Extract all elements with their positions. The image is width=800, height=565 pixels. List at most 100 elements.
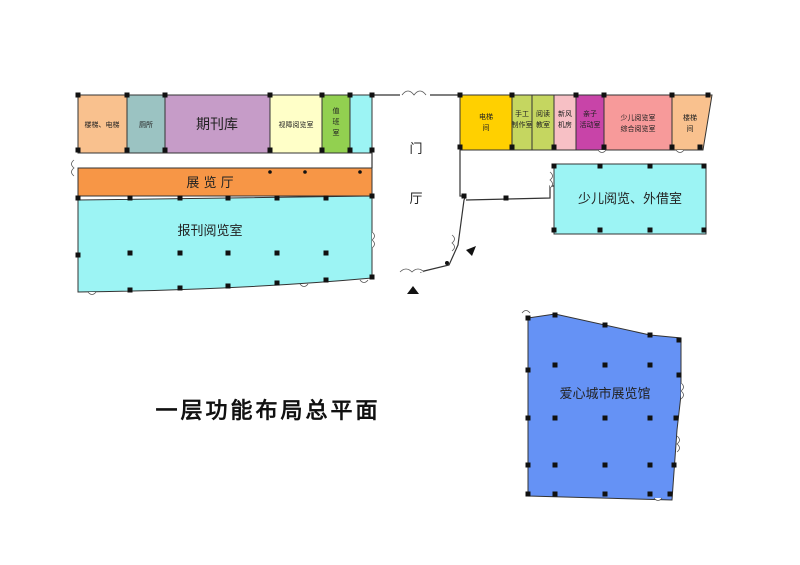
- label-exhibition-hall: 展 览 厅: [186, 175, 233, 191]
- pillar: [75, 92, 81, 98]
- label-reading-class-2: 教室: [536, 120, 550, 129]
- pillar: [274, 195, 280, 201]
- pillar: [602, 462, 608, 468]
- label-handcraft-2: 制作室: [512, 120, 533, 129]
- label-fan-room-1: 新风: [558, 109, 572, 118]
- pillar: [457, 92, 463, 98]
- pillar: [552, 462, 558, 468]
- pillar: [319, 92, 325, 98]
- pillar: [601, 92, 607, 98]
- pillar: [75, 195, 81, 201]
- pillar: [551, 227, 557, 233]
- column-dot: [358, 170, 362, 174]
- label-periodical-storage: 期刊库: [196, 117, 238, 133]
- pillar: [647, 163, 653, 169]
- room-elevator: [459, 94, 513, 151]
- room-periodical-storage: [164, 94, 271, 154]
- room-stair-elevator: [77, 94, 128, 154]
- pillar: [267, 92, 273, 98]
- label-parent-child-2: 活动室: [580, 120, 601, 129]
- pillar: [647, 332, 653, 338]
- pillar: [124, 92, 130, 98]
- room-kids-lending: [553, 163, 707, 235]
- column-dot: [303, 170, 307, 174]
- pillar: [347, 92, 353, 98]
- pillar: [701, 227, 707, 233]
- pillar: [552, 362, 558, 368]
- pillar: [697, 144, 703, 150]
- pillar: [369, 147, 375, 153]
- pillar: [525, 491, 531, 497]
- label-lobby-top: 门: [409, 142, 422, 157]
- room-newspaper-reading: [77, 195, 373, 293]
- pillar: [274, 280, 280, 286]
- pillar: [509, 144, 515, 150]
- pillar: [457, 144, 463, 150]
- entry-arrow-icon: [407, 286, 419, 294]
- pillar: [601, 144, 607, 150]
- pillar: [369, 274, 375, 280]
- pillar: [177, 250, 183, 256]
- pillar: [525, 367, 531, 373]
- pillar: [369, 92, 375, 98]
- label-stairwell-1: 楼梯: [683, 113, 697, 122]
- pillar: [127, 287, 133, 293]
- pillar: [676, 372, 682, 378]
- column-dot: [268, 170, 272, 174]
- label-reading-class-1: 阅读: [536, 109, 550, 118]
- label-kids-reading-1: 少儿阅览室: [621, 113, 656, 122]
- pillar: [647, 362, 653, 368]
- pillar: [551, 163, 557, 169]
- pillar: [225, 195, 231, 201]
- pillar: [602, 415, 608, 421]
- label-fan-room-2: 机房: [558, 120, 572, 129]
- label-newspaper-reading: 报刊阅览室: [177, 223, 242, 239]
- pillar: [323, 250, 329, 256]
- pillar: [676, 337, 682, 343]
- room-kids-general-reading: [603, 94, 673, 151]
- pillar: [323, 195, 329, 201]
- pillar: [162, 92, 168, 98]
- label-parent-child-1: 亲子: [583, 109, 597, 118]
- pillar: [705, 92, 711, 98]
- pillar: [177, 285, 183, 291]
- page-title: 一层功能布局总平面: [155, 398, 380, 424]
- room-toilet: [126, 94, 166, 154]
- pillar: [597, 163, 603, 169]
- pillar: [127, 195, 133, 201]
- pillar: [162, 147, 168, 153]
- pillar: [75, 147, 81, 153]
- pillar: [647, 227, 653, 233]
- label-kids-reading-2: 综合阅览室: [621, 124, 656, 133]
- pillar: [647, 415, 653, 421]
- pillar: [552, 415, 558, 421]
- label-lobby-bottom: 厅: [409, 192, 422, 207]
- pillar: [347, 147, 353, 153]
- label-kids-lending: 少儿阅览、外借室: [578, 191, 682, 207]
- pillar: [319, 147, 325, 153]
- pillar: [267, 147, 273, 153]
- room-exhibition-hall: [77, 167, 373, 197]
- pillar: [573, 92, 579, 98]
- room-city-exhibition: [527, 313, 682, 501]
- pillar: [671, 462, 677, 468]
- pillar: [552, 312, 558, 318]
- pillar: [525, 415, 531, 421]
- pillar: [552, 491, 558, 497]
- pillar: [503, 195, 509, 201]
- pillar: [323, 277, 329, 283]
- label-handcraft-1: 手工: [515, 109, 529, 118]
- pillar: [177, 195, 183, 201]
- label-stairwell-2: 间: [687, 125, 694, 133]
- pillar: [509, 92, 515, 98]
- label-duty-1: 值: [333, 106, 340, 115]
- pillar: [525, 315, 531, 321]
- entry-arrow-icon: [466, 246, 476, 256]
- label-visually-impaired-reading: 视障阅览室: [279, 120, 314, 129]
- room-stairwell-right: [671, 94, 713, 151]
- pillar: [669, 92, 675, 98]
- room-corridor-strip: [349, 94, 373, 154]
- pillar: [647, 491, 653, 497]
